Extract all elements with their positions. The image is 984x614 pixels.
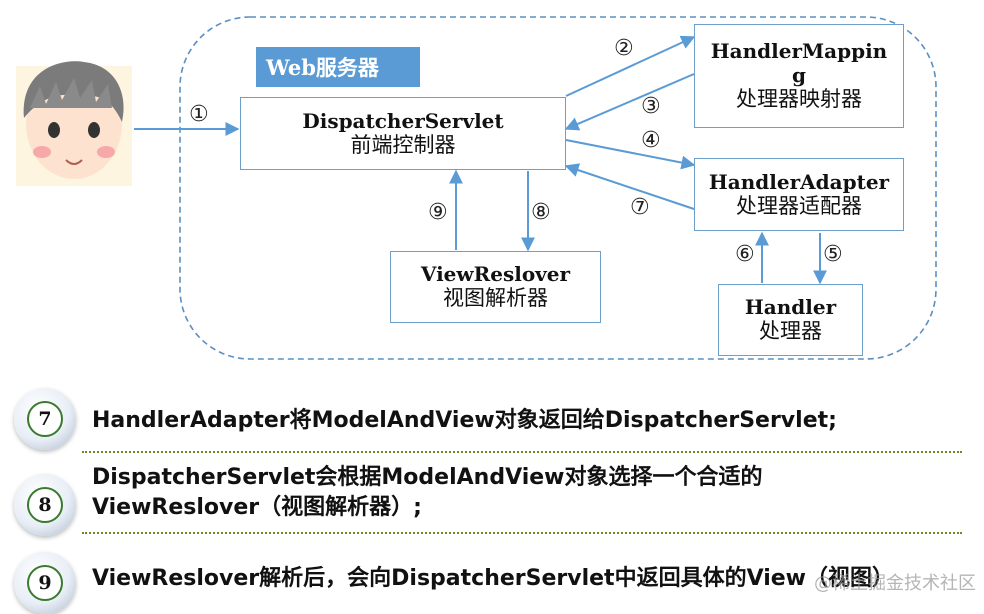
- handler-mapping-title-line2: g: [792, 63, 806, 88]
- bullet-text-line: ViewReslover解析后，会向DispatcherServlet中返回具体…: [92, 566, 894, 591]
- handler-adapter-title: HandlerAdapter: [708, 169, 890, 194]
- handler-mapping-title-line1: HandlerMappin: [710, 39, 888, 64]
- handler-box: Handler 处理器: [718, 284, 863, 356]
- step-label-6: ⑥: [735, 242, 755, 267]
- flow-diagram: [16, 16, 937, 360]
- user-avatar-icon: [16, 61, 132, 186]
- handler-title: Handler: [744, 295, 837, 320]
- step-label-8: ⑧: [531, 200, 551, 225]
- divider: [82, 451, 962, 453]
- arrow-step-7: [564, 163, 695, 210]
- handler-mapping-box: HandlerMappin g 处理器映射器: [694, 24, 904, 128]
- bullet-text-line: HandlerAdapter将ModelAndView对象返回给Dispatch…: [92, 408, 837, 433]
- step-badge: 7: [14, 388, 76, 450]
- view-resolver-subtitle: 视图解析器: [443, 286, 548, 311]
- step-label-9: ⑨: [428, 200, 448, 225]
- step-label-7: ⑦: [630, 195, 650, 220]
- arrow-step-4: [565, 139, 696, 170]
- bullet-text-line: ViewReslover（视图解析器）;: [92, 495, 422, 520]
- web-server-boundary: [179, 16, 937, 360]
- handler-mapping-subtitle: 处理器映射器: [736, 87, 862, 112]
- watermark: @稀土掘金技术社区: [814, 573, 976, 594]
- dispatcher-subtitle: 前端控制器: [350, 132, 456, 157]
- step-badge: 8: [14, 474, 76, 536]
- view-resolver-box: ViewReslover 视图解析器: [390, 251, 601, 323]
- step-badge-number: 7: [27, 401, 63, 437]
- step-label-5: ⑤: [823, 242, 843, 267]
- web-server-label: Web服务器: [256, 47, 420, 87]
- handler-subtitle: 处理器: [759, 319, 822, 344]
- step-label-1: ①: [189, 102, 209, 127]
- view-resolver-title: ViewReslover: [420, 262, 571, 287]
- bullet-item-7: 7 HandlerAdapter将ModelAndView对象返回给Dispat…: [0, 388, 984, 450]
- step-label-2: ②: [614, 36, 634, 61]
- bullet-text-line: DispatcherServlet会根据ModelAndView对象选择一个合适…: [92, 465, 763, 490]
- step-badge-number: 9: [27, 565, 63, 601]
- arrow-step-2: [565, 35, 696, 97]
- handler-adapter-box: HandlerAdapter 处理器适配器: [694, 158, 904, 231]
- step-label-4: ④: [641, 128, 661, 153]
- step-badge-number: 8: [27, 487, 63, 523]
- bullet-item-8: 8 DispatcherServlet会根据ModelAndView对象选择一个…: [0, 465, 984, 538]
- step-badge: 9: [14, 552, 76, 614]
- step-label-3: ③: [641, 94, 661, 119]
- arrow-step-3: [564, 73, 695, 131]
- dispatcher-title: DispatcherServlet: [302, 108, 504, 133]
- divider: [82, 532, 962, 534]
- handler-adapter-subtitle: 处理器适配器: [736, 193, 862, 218]
- dispatcher-servlet-box: DispatcherServlet 前端控制器: [240, 97, 566, 170]
